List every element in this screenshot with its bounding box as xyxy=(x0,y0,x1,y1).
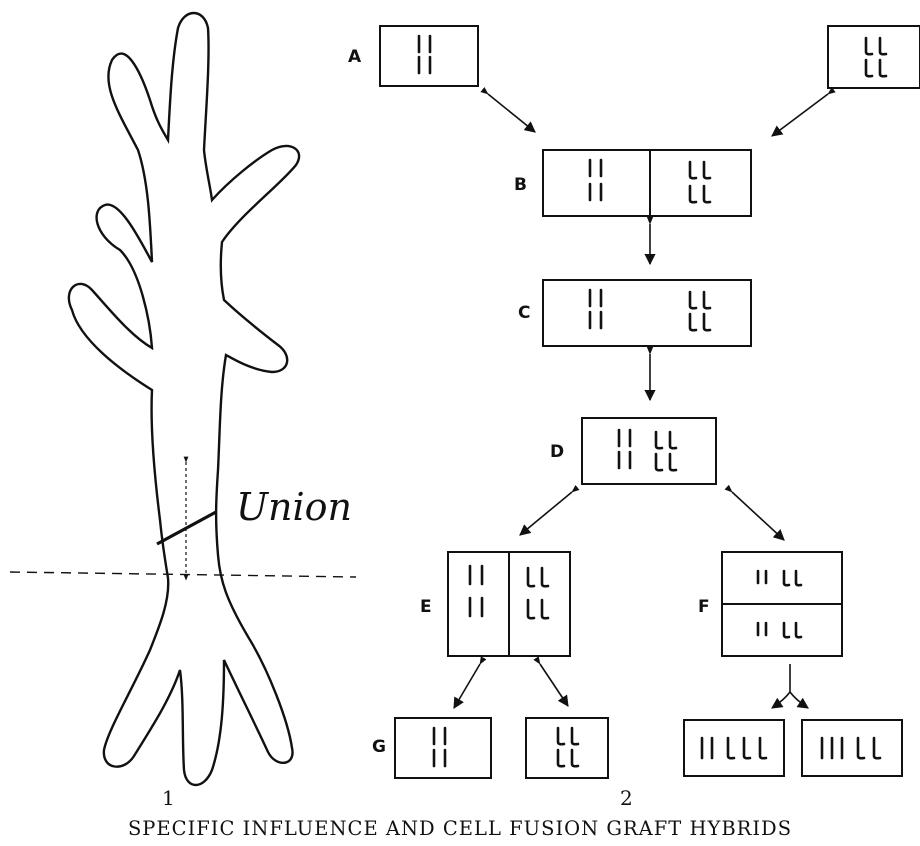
arrow-d-to-f xyxy=(724,484,785,541)
label-g: G xyxy=(372,737,386,757)
graft-plant-illustration: Union 1 xyxy=(9,11,357,810)
cell-g-right-chromosomes xyxy=(556,726,580,768)
cell-g-right xyxy=(525,717,609,779)
cell-c-chromosomes xyxy=(588,288,712,332)
label-b: B xyxy=(514,175,527,195)
cell-b xyxy=(542,149,752,217)
cell-fusion-diagram: A B C xyxy=(348,25,920,810)
cell-f-offspring-left-chromosomes xyxy=(700,736,768,760)
cell-d xyxy=(581,417,717,485)
cell-a xyxy=(379,25,479,87)
cell-b-chromosomes xyxy=(588,158,712,204)
cell-g-left-chromosomes xyxy=(432,726,447,768)
cell-f-offspring-left xyxy=(683,719,785,777)
cell-f-chromosomes xyxy=(756,569,803,639)
label-c: C xyxy=(518,303,530,323)
cell-f-offspring-right xyxy=(801,719,903,777)
label-f: F xyxy=(698,597,710,617)
cell-a-chromosomes xyxy=(417,34,432,75)
dashed-horizontal-line xyxy=(9,571,357,578)
cell-f-offspring-right-chromosomes xyxy=(820,736,882,760)
cell-top-right xyxy=(827,25,920,89)
arrow-e-to-g-right xyxy=(533,656,569,707)
cell-d-chromosomes xyxy=(617,428,678,472)
figure-2-number: 2 xyxy=(620,786,633,810)
label-d: D xyxy=(550,442,564,462)
label-a: A xyxy=(348,47,362,67)
plant-outline xyxy=(67,11,301,787)
arrow-f-split xyxy=(771,664,809,709)
label-e: E xyxy=(420,597,432,617)
arrow-d-to-e xyxy=(519,484,580,536)
arrow-right-to-b xyxy=(771,87,836,137)
arrow-a-to-b xyxy=(480,86,536,133)
figure-caption: SPECIFIC INFLUENCE AND CELL FUSION GRAFT… xyxy=(128,817,792,840)
arrow-e-to-g-left xyxy=(453,656,487,709)
cell-g-left xyxy=(394,717,492,779)
figure-1-number: 1 xyxy=(162,786,175,810)
cell-top-right-chromosomes xyxy=(864,36,888,78)
cell-c xyxy=(542,279,752,347)
cell-e-chromosomes xyxy=(468,564,550,620)
union-label: Union xyxy=(236,485,352,529)
